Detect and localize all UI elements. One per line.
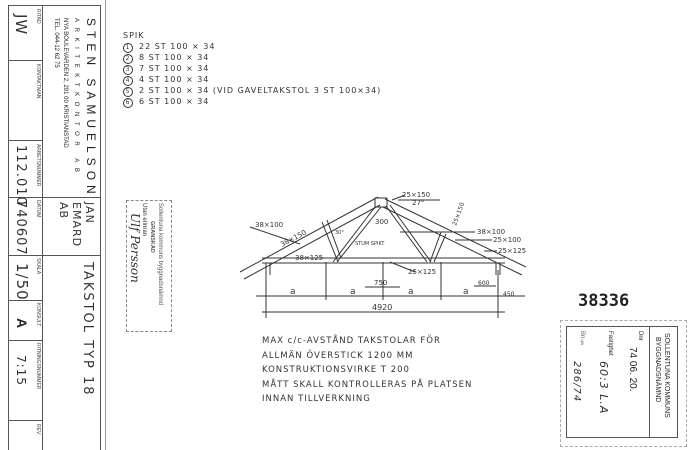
field-label-skala: SKALA [35, 258, 41, 275]
left-rafter-top [239, 196, 379, 273]
company-name: STEN SAMUELSON [84, 18, 98, 199]
approval-dnr-label: Dnr [637, 331, 643, 341]
review-stamp-remark: Utan erinran [141, 203, 147, 237]
company-address: NYA BOULEVARDEN 2, 291 00 KRISTIANSTAD [62, 18, 68, 148]
label-ridge: 25×150 [402, 191, 430, 199]
field-value-konsult: A [14, 318, 30, 329]
note-line: INNAN TILLVERKNING [262, 394, 371, 404]
approval-authority: SOLLENTUNA KOMMUNS [663, 333, 670, 418]
review-stamp-status: GRANSKAD [149, 221, 155, 253]
label-angle2: 30° [335, 230, 344, 236]
web-left-diag [332, 206, 376, 263]
client-name: JAN EMARD AB [57, 202, 96, 248]
review-stamp: Sollentuna kommuns byggnadsnämnd GRANSKA… [126, 200, 172, 332]
label-750: 750 [374, 279, 387, 287]
approval-bn-label: Bn § [579, 331, 585, 347]
field-label-rev: REV. [35, 424, 41, 436]
label-a: a [408, 287, 414, 297]
label-bottom: 38×125 [295, 254, 323, 262]
label-span: 4920 [372, 303, 392, 312]
label-a: a [290, 287, 296, 297]
approval-stamp: SOLLENTUNA KOMMUNS BYGGNADSNÄMND Dnr 74 … [566, 326, 678, 438]
field-label-arbetsnummer: ARBETSNUMMER [35, 144, 41, 187]
field-label-ritad: RITAD [35, 9, 41, 24]
field-value-arbetsnummer: 112.010 [13, 145, 28, 206]
approval-property-label: Fastighet [607, 331, 613, 356]
label-450: 450 [503, 291, 515, 298]
fold-line [105, 0, 106, 450]
note-line: KONSTRUKTIONSVIRKE T 200 [262, 365, 410, 375]
note-line: MAX c/c-AVSTÅND TAKSTOLAR FÖR [262, 336, 441, 346]
field-label-ritningsnummer: RITNINGSNUMMER [35, 343, 41, 390]
archive-number: 38336 [578, 291, 630, 311]
label-a: a [463, 287, 469, 297]
spik-heading: SPIK [123, 31, 145, 40]
label-center: 300 [375, 218, 388, 226]
label-right-end: 25×125 [498, 247, 526, 255]
label-rafter: 38×150 [279, 228, 308, 248]
approval-stamp-outer [560, 320, 687, 447]
label-tie: 25×125 [408, 268, 436, 276]
approval-bn: 286/74 [571, 361, 582, 403]
label-left-web: 38×100 [255, 221, 283, 229]
label-stum: STUM SPIKT [355, 241, 385, 247]
right-rafter-top [384, 198, 527, 268]
field-label-datum: DATUM [35, 200, 41, 218]
field-value-ritad: JW [12, 14, 30, 36]
field-value-ritningsnummer: 7:15 [14, 355, 28, 386]
approval-property: 60:3 L.A [597, 361, 610, 415]
drawing-title: TAKSTOL TYP 18 [80, 262, 95, 397]
approval-date: 74 06. 20. [627, 347, 638, 392]
label-right-web2: 25×100 [493, 236, 521, 244]
notes: MAX c/c-AVSTÅND TAKSTOLAR FÖR ALLMÄN ÖVE… [262, 334, 472, 407]
note-line: ALLMÄN ÖVERSTICK 1200 MM [262, 350, 414, 361]
right-rafter-bottom [382, 206, 523, 276]
field-label-konsult: KONSULT [35, 303, 41, 327]
company-subtitle: ARKITEKTKONTOR AB [73, 18, 79, 178]
label-diag: 25×150 [451, 201, 466, 226]
review-signature: Ulf Persson [128, 213, 142, 283]
note-line: MÅTT SKALL KONTROLLERAS PÅ PLATSEN [262, 379, 473, 390]
review-stamp-authority: Sollentuna kommuns byggnadsnämnd [157, 203, 163, 306]
field-label-kontaktman: KONTAKTMAN [35, 64, 41, 99]
web-left-strut [321, 221, 339, 263]
label-right-web: 38×100 [477, 228, 505, 236]
label-angle: 27° [412, 199, 424, 207]
web-right-diag [385, 205, 428, 263]
label-a: a [350, 287, 356, 297]
web-right-strut [429, 231, 442, 263]
field-value-skala: 1/50 [13, 263, 31, 301]
company-phone: TEL. 044-12 62 75 [53, 18, 59, 68]
approval-board: BYGGNADSNÄMND [654, 337, 661, 403]
left-rafter-bottom [243, 204, 381, 280]
label-600: 600 [478, 280, 490, 287]
field-value-datum: 740607 [13, 200, 28, 256]
